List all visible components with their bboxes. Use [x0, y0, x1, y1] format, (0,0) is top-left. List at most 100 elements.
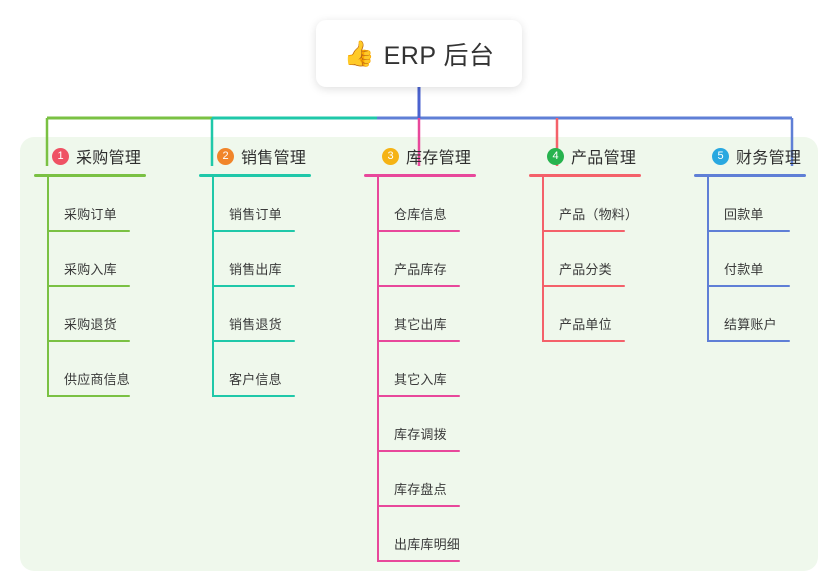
list-item[interactable]: 客户信息	[199, 342, 311, 397]
branch-number-badge: 2	[217, 147, 234, 165]
branch-column: 2 销售管理销售订单销售出库销售退货客户信息	[199, 144, 311, 397]
branch-spine	[377, 177, 379, 562]
branch-title: 销售管理	[241, 150, 307, 167]
branch-title: 库存管理	[406, 150, 472, 167]
list-item-rule	[212, 230, 295, 232]
branch-header-rule	[364, 174, 476, 177]
branch-column: 4 产品管理产品（物料） 产品分类产品单位	[529, 144, 641, 342]
branch-column: 5 财务管理回款单付款单结算账户	[694, 144, 806, 342]
branch-number-badge: 5	[712, 147, 729, 165]
branch-header[interactable]: 2 销售管理	[199, 144, 311, 168]
branch-header[interactable]: 3 库存管理	[364, 144, 476, 168]
list-item-label: 销售出库	[229, 262, 282, 277]
list-item-label: 仓库信息	[394, 207, 447, 222]
branch-header-rule	[529, 174, 641, 177]
branch-spine	[542, 177, 544, 342]
list-item[interactable]: 回款单	[694, 177, 806, 232]
list-item[interactable]: 销售退货	[199, 287, 311, 342]
list-item[interactable]: 其它出库	[364, 287, 476, 342]
list-item-rule	[377, 505, 460, 507]
list-item-label: 采购退货	[64, 317, 117, 332]
list-item-rule	[542, 285, 625, 287]
root-node-card[interactable]: 👍 ERP 后台	[316, 20, 522, 87]
list-item[interactable]: 结算账户	[694, 287, 806, 342]
list-item-label: 供应商信息	[64, 372, 131, 387]
branch-item-list: 回款单付款单结算账户	[694, 177, 806, 342]
list-item-rule	[47, 230, 130, 232]
branch-column: 3 库存管理仓库信息产品库存其它出库其它入库库存调拨库存盘点出库库明细	[364, 144, 476, 562]
list-item-label: 销售退货	[229, 317, 282, 332]
list-item[interactable]: 产品分类	[529, 232, 641, 287]
branches-panel	[20, 137, 818, 571]
branch-number-badge: 4	[547, 147, 564, 165]
branch-item-list: 采购订单采购入库采购退货供应商信息	[34, 177, 146, 397]
list-item-label: 其它入库	[394, 372, 447, 387]
list-item[interactable]: 采购退货	[34, 287, 146, 342]
branch-title: 财务管理	[736, 150, 802, 167]
list-item[interactable]: 库存盘点	[364, 452, 476, 507]
list-item[interactable]: 采购订单	[34, 177, 146, 232]
branch-item-list: 仓库信息产品库存其它出库其它入库库存调拨库存盘点出库库明细	[364, 177, 476, 562]
branch-header-rule	[34, 174, 146, 177]
list-item-label: 其它出库	[394, 317, 447, 332]
branch-header[interactable]: 1 采购管理	[34, 144, 146, 168]
list-item-rule	[212, 285, 295, 287]
branch-header[interactable]: 5 财务管理	[694, 144, 806, 168]
list-item[interactable]: 销售出库	[199, 232, 311, 287]
list-item-label: 产品单位	[559, 317, 612, 332]
list-item-label: 客户信息	[229, 372, 282, 387]
list-item[interactable]: 出库库明细	[364, 507, 476, 562]
branch-spine	[47, 177, 49, 397]
list-item-rule	[377, 340, 460, 342]
branch-spine	[707, 177, 709, 342]
list-item-rule	[707, 230, 790, 232]
list-item-rule	[377, 395, 460, 397]
list-item[interactable]: 销售订单	[199, 177, 311, 232]
list-item-label: 产品（物料）	[559, 207, 639, 222]
list-item-rule	[377, 560, 460, 562]
list-item-label: 库存调拨	[394, 427, 447, 442]
root-node-title: ERP 后台	[383, 41, 495, 70]
list-item-rule	[707, 285, 790, 287]
list-item[interactable]: 采购入库	[34, 232, 146, 287]
branch-number-badge: 1	[52, 147, 69, 165]
list-item-label: 库存盘点	[394, 482, 447, 497]
list-item[interactable]: 付款单	[694, 232, 806, 287]
list-item-rule	[47, 340, 130, 342]
branch-header-rule	[199, 174, 311, 177]
branch-header[interactable]: 4 产品管理	[529, 144, 641, 168]
branch-title: 采购管理	[76, 150, 142, 167]
list-item-rule	[47, 285, 130, 287]
list-item[interactable]: 产品（物料）	[529, 177, 641, 232]
list-item[interactable]: 供应商信息	[34, 342, 146, 397]
list-item-label: 采购入库	[64, 262, 117, 277]
list-item-rule	[212, 395, 295, 397]
list-item-label: 结算账户	[724, 317, 777, 332]
list-item[interactable]: 其它入库	[364, 342, 476, 397]
branch-header-rule	[694, 174, 806, 177]
branch-column: 1 采购管理采购订单采购入库采购退货供应商信息	[34, 144, 146, 397]
list-item-rule	[377, 450, 460, 452]
list-item-rule	[542, 230, 625, 232]
list-item-rule	[212, 340, 295, 342]
list-item-rule	[377, 285, 460, 287]
list-item-label: 产品分类	[559, 262, 612, 277]
branch-item-list: 销售订单销售出库销售退货客户信息	[199, 177, 311, 397]
list-item-label: 产品库存	[394, 262, 447, 277]
list-item[interactable]: 产品单位	[529, 287, 641, 342]
list-item-rule	[377, 230, 460, 232]
list-item-label: 付款单	[724, 262, 764, 277]
list-item-rule	[47, 395, 130, 397]
branch-number-badge: 3	[382, 147, 399, 165]
branch-title: 产品管理	[571, 150, 637, 167]
list-item[interactable]: 库存调拨	[364, 397, 476, 452]
list-item-label: 采购订单	[64, 207, 117, 222]
list-item[interactable]: 产品库存	[364, 232, 476, 287]
list-item-rule	[542, 340, 625, 342]
list-item[interactable]: 仓库信息	[364, 177, 476, 232]
branch-spine	[212, 177, 214, 397]
list-item-label: 回款单	[724, 207, 764, 222]
list-item-rule	[707, 340, 790, 342]
branch-item-list: 产品（物料） 产品分类产品单位	[529, 177, 641, 342]
